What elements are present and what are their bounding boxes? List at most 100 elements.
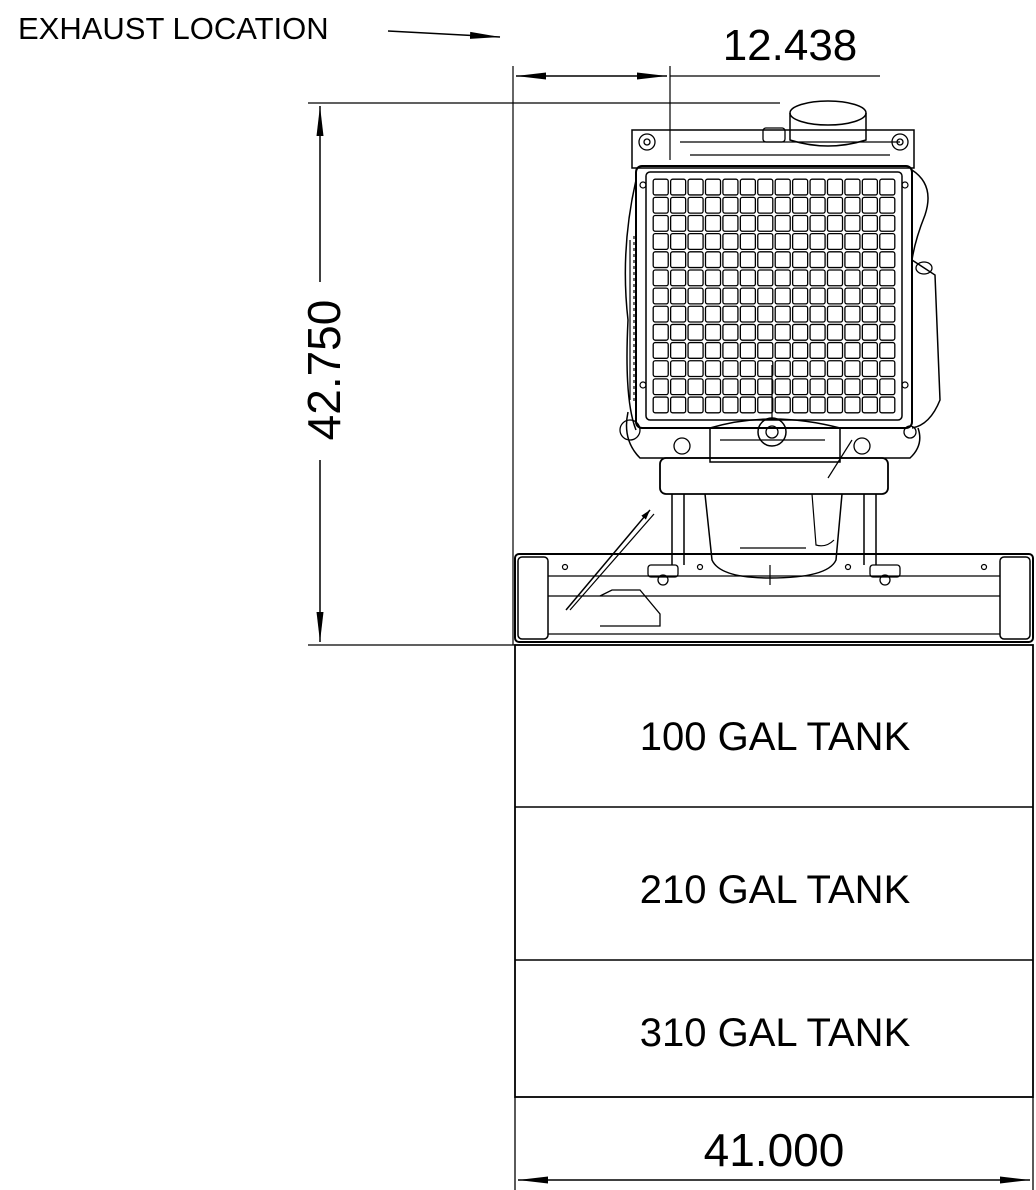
radiator-cell bbox=[844, 214, 861, 232]
radiator-cell bbox=[669, 378, 687, 396]
radiator-cell bbox=[844, 233, 861, 251]
radiator-cell bbox=[652, 233, 669, 251]
radiator-cell bbox=[739, 178, 757, 196]
radiator-cell bbox=[879, 341, 896, 359]
radiator-core-grid bbox=[652, 178, 896, 414]
overall-height-value: 42.750 bbox=[298, 300, 350, 441]
radiator-cell bbox=[669, 341, 687, 359]
radiator-cell bbox=[791, 341, 809, 359]
radiator-cell bbox=[757, 178, 774, 196]
radiator-cell bbox=[809, 341, 826, 359]
radiator-cell bbox=[844, 323, 861, 341]
radiator-cell bbox=[826, 287, 844, 305]
exhaust-location-arrow bbox=[387, 30, 501, 39]
radiator-cell bbox=[774, 287, 791, 305]
radiator-cell bbox=[739, 341, 757, 359]
fuel-tank-stack: 100 GAL TANK 210 GAL TANK 310 GAL TANK bbox=[514, 644, 1034, 1190]
radiator-cell bbox=[861, 396, 879, 414]
radiator-cell bbox=[687, 269, 704, 287]
radiator-cell bbox=[809, 196, 826, 214]
radiator-cell bbox=[669, 196, 687, 214]
radiator-cell bbox=[652, 396, 669, 414]
radiator-cell bbox=[879, 378, 896, 396]
radiator-cell bbox=[652, 251, 669, 269]
radiator-cell bbox=[704, 251, 722, 269]
radiator-cell bbox=[652, 323, 669, 341]
radiator-cell bbox=[704, 214, 722, 232]
radiator-cell bbox=[879, 233, 896, 251]
radiator-cell bbox=[652, 178, 669, 196]
radiator-cell bbox=[826, 251, 844, 269]
radiator-cell bbox=[774, 341, 791, 359]
exhaust-offset-dimension: 12.438 bbox=[512, 21, 880, 645]
radiator-cell bbox=[652, 360, 669, 378]
radiator-cell bbox=[774, 269, 791, 287]
radiator-cell bbox=[704, 196, 722, 214]
radiator-cell bbox=[687, 396, 704, 414]
radiator-cell bbox=[687, 178, 704, 196]
radiator-cell bbox=[757, 214, 774, 232]
radiator-cell bbox=[739, 196, 757, 214]
radiator-cell bbox=[861, 341, 879, 359]
radiator-cell bbox=[861, 251, 879, 269]
radiator-cell bbox=[652, 378, 669, 396]
radiator-cell bbox=[652, 341, 669, 359]
radiator-cell bbox=[879, 360, 896, 378]
radiator-cell bbox=[722, 360, 739, 378]
radiator-cell bbox=[774, 196, 791, 214]
radiator-cell bbox=[791, 269, 809, 287]
radiator-cell bbox=[774, 233, 791, 251]
radiator-cell bbox=[791, 305, 809, 323]
radiator-cell bbox=[722, 178, 739, 196]
exhaust-location-label: EXHAUST LOCATION bbox=[18, 11, 329, 46]
radiator-cell bbox=[844, 287, 861, 305]
radiator-cell bbox=[669, 360, 687, 378]
radiator-cell bbox=[722, 378, 739, 396]
radiator-cell bbox=[879, 305, 896, 323]
radiator-cell bbox=[774, 360, 791, 378]
radiator-cell bbox=[879, 196, 896, 214]
radiator-cell bbox=[809, 378, 826, 396]
radiator-cell bbox=[757, 396, 774, 414]
radiator-cell bbox=[687, 287, 704, 305]
radiator-cell bbox=[722, 196, 739, 214]
radiator-cell bbox=[757, 341, 774, 359]
radiator-cell bbox=[826, 269, 844, 287]
overall-width-value: 41.000 bbox=[704, 1124, 845, 1176]
radiator-cell bbox=[861, 233, 879, 251]
radiator-cell bbox=[757, 196, 774, 214]
radiator-cell bbox=[879, 287, 896, 305]
radiator-cell bbox=[722, 269, 739, 287]
radiator-cell bbox=[791, 323, 809, 341]
radiator-cell bbox=[879, 269, 896, 287]
radiator-cell bbox=[687, 214, 704, 232]
radiator-cell bbox=[704, 305, 722, 323]
radiator-cell bbox=[739, 233, 757, 251]
radiator-cell bbox=[791, 233, 809, 251]
radiator-cell bbox=[669, 214, 687, 232]
radiator-cell bbox=[774, 251, 791, 269]
radiator-cell bbox=[879, 396, 896, 414]
overall-width-dimension: 41.000 bbox=[518, 1124, 1030, 1184]
radiator-cell bbox=[774, 305, 791, 323]
radiator-cell bbox=[722, 323, 739, 341]
radiator-cell bbox=[826, 378, 844, 396]
radiator-cell bbox=[652, 196, 669, 214]
radiator-cell bbox=[739, 287, 757, 305]
radiator-cell bbox=[739, 214, 757, 232]
radiator-cell bbox=[687, 360, 704, 378]
radiator-cell bbox=[809, 305, 826, 323]
radiator-cell bbox=[687, 233, 704, 251]
radiator-cell bbox=[826, 396, 844, 414]
radiator-cell bbox=[687, 251, 704, 269]
radiator-cell bbox=[652, 305, 669, 323]
radiator-cell bbox=[809, 178, 826, 196]
radiator-cell bbox=[739, 269, 757, 287]
radiator-cell bbox=[722, 305, 739, 323]
radiator-cell bbox=[844, 305, 861, 323]
radiator-cell bbox=[722, 233, 739, 251]
radiator-cell bbox=[861, 287, 879, 305]
radiator-cell bbox=[861, 178, 879, 196]
radiator-cell bbox=[826, 233, 844, 251]
radiator-cell bbox=[809, 214, 826, 232]
